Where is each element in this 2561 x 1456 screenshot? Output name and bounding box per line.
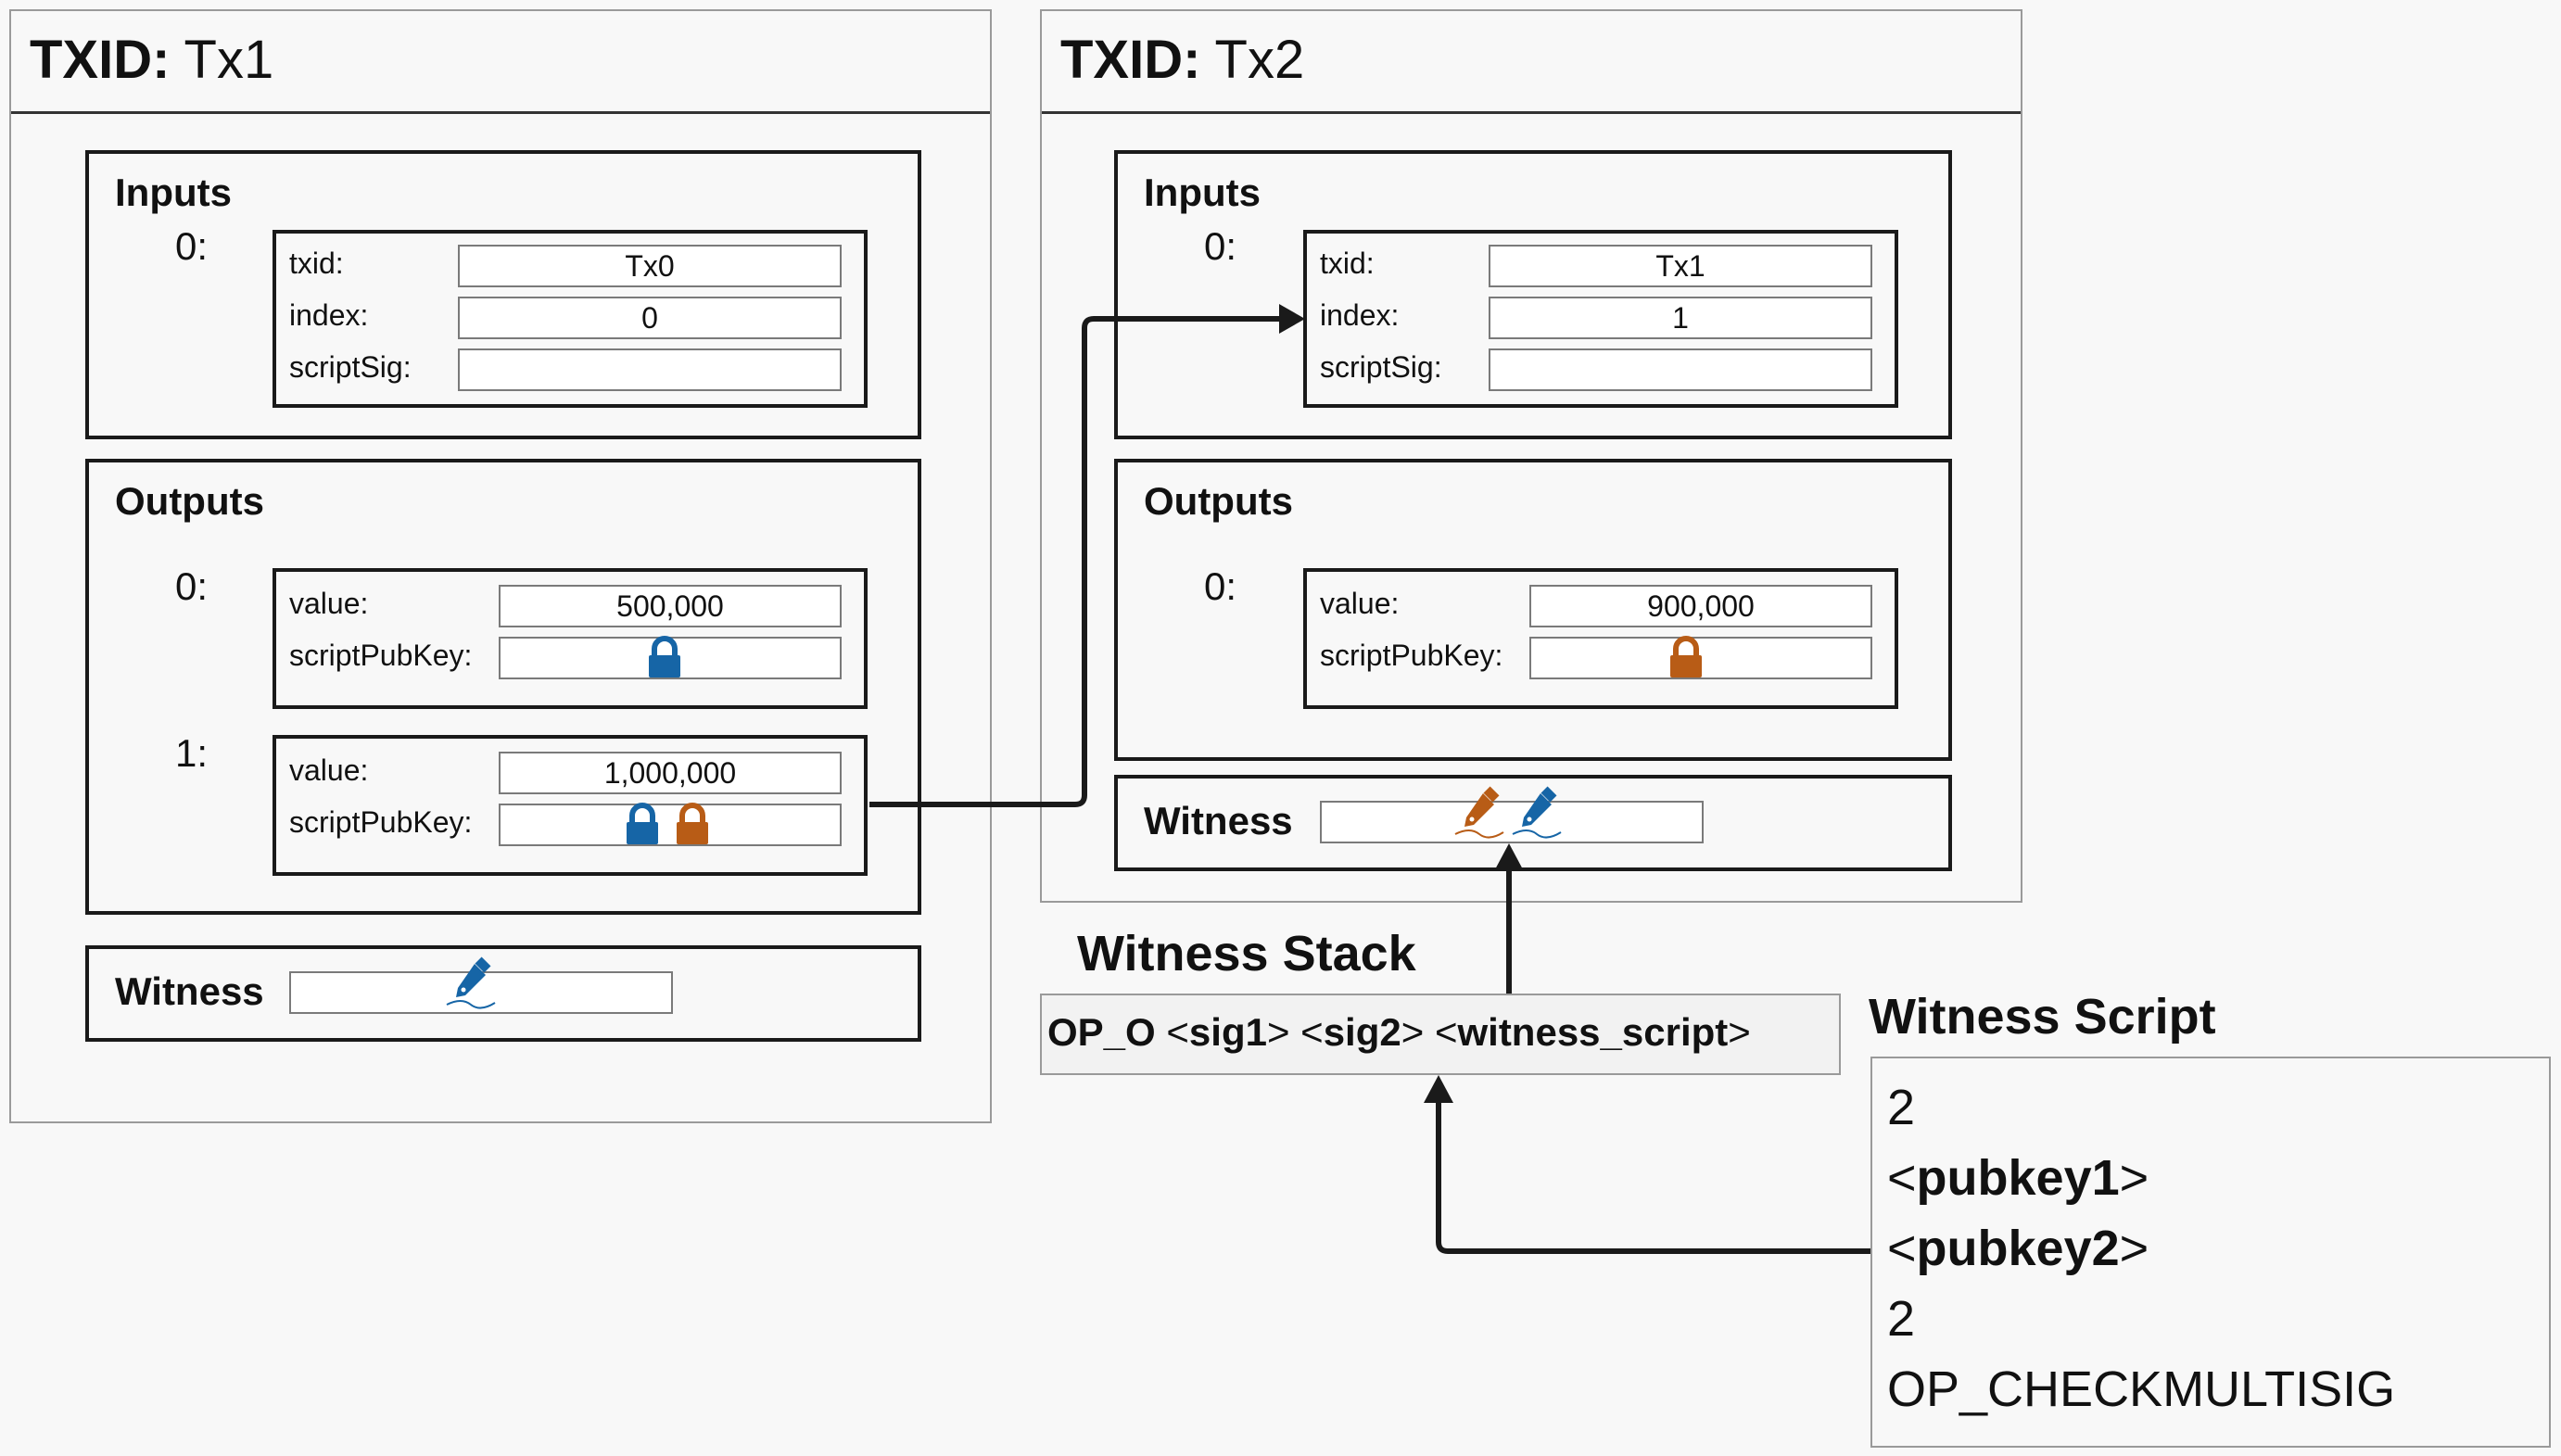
script-to-stack-arrowhead [1424, 1075, 1453, 1103]
script-line-opcode: OP_CHECKMULTISIG [1887, 1361, 2396, 1417]
script-line-pubkey2: <pubkey2> [1887, 1221, 2149, 1276]
value-field: 900,000 [1529, 585, 1872, 627]
witness-script-title: Witness Script [1869, 989, 2216, 1045]
tx1-output-1-card: value: 1,000,000 scriptPubKey: [273, 735, 868, 876]
witness-stack-title: Witness Stack [1077, 926, 1416, 981]
scriptpubkey-field [499, 636, 842, 679]
tx2-witness-section: Witness [1114, 775, 1952, 871]
blue-pen-icon [446, 956, 496, 1009]
scriptsig-label: scriptSig: [289, 350, 412, 384]
orange-lock-icon [1670, 636, 1702, 677]
orange-lock-icon [677, 803, 708, 844]
script-line-pubkey1: <pubkey1> [1887, 1150, 2149, 1206]
tx1-witness-field [289, 956, 673, 1014]
sig1: sig1 [1188, 1010, 1267, 1054]
orange-pen-icon [1454, 786, 1504, 839]
witness-stack-box: OP_O <sig1> <sig2> <witness_script> [1040, 994, 1841, 1075]
tx2-inputs-section: Inputs 0: txid: Tx1 index: 1 scriptSig: [1114, 150, 1952, 439]
witness-script-box: 2 <pubkey1> <pubkey2> 2 OP_CHECKMULTISIG [1870, 1057, 2551, 1448]
tx1-outputs-title: Outputs [115, 479, 264, 523]
tx2-outputs-title: Outputs [1144, 479, 1293, 523]
scriptpubkey-label: scriptPubKey: [289, 805, 473, 839]
tx1-inputs-title: Inputs [115, 171, 232, 214]
tx1-panel: TXID: Tx1 Inputs 0: txid: Tx0 index: 0 s… [9, 9, 992, 1123]
txid-field: Tx1 [1489, 245, 1872, 287]
tx2-panel: TXID: Tx2 Inputs 0: txid: Tx1 index: 1 s… [1040, 9, 2022, 903]
blue-lock-icon [649, 636, 680, 677]
tx1-input-index: 0: [174, 224, 208, 268]
txid-label: txid: [289, 247, 344, 280]
scriptsig-label: scriptSig: [1320, 350, 1442, 384]
txid-label: txid: [1320, 247, 1375, 280]
blue-pen-icon [1512, 786, 1562, 839]
index-field: 0 [458, 297, 842, 339]
tx2-input-index: 0: [1203, 224, 1236, 268]
scriptpubkey-label: scriptPubKey: [289, 639, 473, 672]
tx1-outputs-section: Outputs 0: value: 500,000 scriptPubKey: … [85, 459, 921, 915]
scriptsig-field [458, 348, 842, 391]
tx1-inputs-section: Inputs 0: txid: Tx0 index: 0 scriptSig: [85, 150, 921, 439]
tx2-outputs-section: Outputs 0: value: 900,000 scriptPubKey: [1114, 459, 1952, 761]
value-label: value: [289, 587, 369, 620]
tx2-input-card: txid: Tx1 index: 1 scriptSig: [1303, 230, 1898, 408]
tx1-title: TXID: Tx1 [30, 30, 274, 90]
scriptsig-field [1489, 348, 1872, 391]
index-label: index: [289, 298, 369, 332]
script-line-threshold: 2 [1887, 1080, 1916, 1135]
tx2-inputs-title: Inputs [1144, 171, 1261, 214]
tx1-input-card: txid: Tx0 index: 0 scriptSig: [273, 230, 868, 408]
witness-script-ref: witness_script [1457, 1010, 1729, 1054]
value-field: 500,000 [499, 585, 842, 627]
tx2-title: TXID: Tx2 [1060, 30, 1305, 90]
sig2: sig2 [1323, 1010, 1401, 1054]
tx2-witness-title: Witness [1144, 799, 1293, 842]
scriptpubkey-label: scriptPubKey: [1320, 639, 1503, 672]
script-to-stack-line [1436, 1103, 1870, 1254]
op-zero: OP_O [1047, 1010, 1156, 1054]
blue-lock-icon [627, 803, 658, 844]
tx1-output-0-card: value: 500,000 scriptPubKey: [273, 568, 868, 709]
tx1-output-1-index: 1: [174, 731, 208, 775]
tx1-witness-title: Witness [115, 969, 264, 1013]
index-field: 1 [1489, 297, 1872, 339]
tx2-output-0-index: 0: [1203, 564, 1236, 608]
tx2-witness-field [1320, 786, 1704, 843]
scriptpubkey-field [1529, 636, 1872, 679]
tx2-header: TXID: Tx2 [1042, 11, 2021, 114]
value-label: value: [1320, 587, 1400, 620]
script-line-total: 2 [1887, 1291, 1916, 1347]
value-label: value: [289, 753, 369, 787]
tx1-output-0-index: 0: [174, 564, 208, 608]
value-field: 1,000,000 [499, 752, 842, 794]
tx2-output-0-card: value: 900,000 scriptPubKey: [1303, 568, 1898, 709]
txid-field: Tx0 [458, 245, 842, 287]
index-label: index: [1320, 298, 1400, 332]
scriptpubkey-field [499, 803, 842, 846]
tx1-header: TXID: Tx1 [11, 11, 990, 114]
tx1-witness-section: Witness [85, 945, 921, 1042]
